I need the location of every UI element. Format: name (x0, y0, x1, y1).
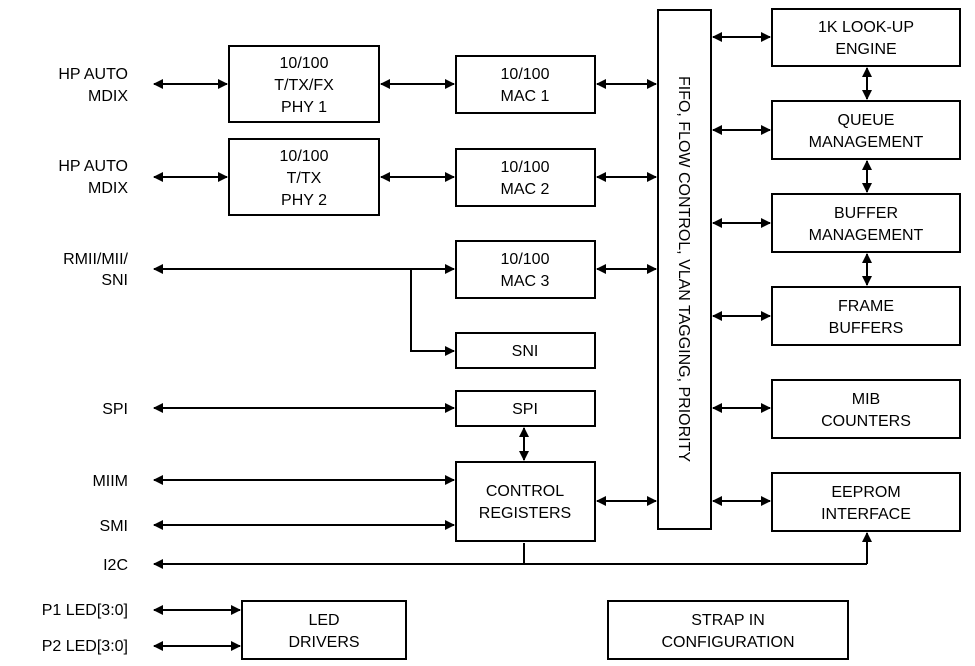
phy2-line-3: PHY 2 (281, 192, 327, 209)
rmii-label-line-2: SNI (101, 272, 128, 289)
control-registers-line-1: CONTROL (486, 483, 564, 500)
strap-config-block: STRAP IN CONFIGURATION (607, 600, 849, 660)
eeprom-line-2: INTERFACE (821, 506, 911, 523)
p1-led-signal-label: P1 LED[3:0] (42, 602, 128, 619)
mib-line-1: MIB (852, 391, 880, 408)
mac2-line-2: MAC 2 (501, 181, 550, 198)
mib-counters-block: MIB COUNTERS (771, 379, 961, 439)
mac3-block: 10/100 MAC 3 (455, 240, 596, 299)
queue-line-1: QUEUE (838, 112, 895, 129)
port2-label-line-1: HP AUTO (58, 158, 128, 175)
fifo-label: FIFO, FLOW CONTROL, VLAN TAGGING, PRIORI… (675, 76, 692, 462)
smi-signal-label: SMI (100, 518, 128, 535)
mac2-block: 10/100 MAC 2 (455, 148, 596, 207)
led-drivers-line-1: LED (308, 612, 339, 629)
eeprom-line-1: EEPROM (831, 484, 900, 501)
mac1-block: 10/100 MAC 1 (455, 55, 596, 114)
control-registers-block: CONTROL REGISTERS (455, 461, 596, 542)
frame-line-2: BUFFERS (829, 320, 904, 337)
buffer-line-1: BUFFER (834, 205, 898, 222)
queue-line-2: MANAGEMENT (809, 134, 924, 151)
phy1-block: 10/100 T/TX/FX PHY 1 (228, 45, 380, 123)
led-drivers-line-2: DRIVERS (288, 634, 359, 651)
phy2-line-2: T/TX (287, 170, 322, 187)
mac3-line-2: MAC 3 (501, 273, 550, 290)
port2-label-line-2: MDIX (88, 180, 128, 197)
lookup-engine-block: 1K LOOK-UP ENGINE (771, 8, 961, 67)
rmii-sni-arrow (410, 269, 455, 356)
phy1-line-3: PHY 1 (281, 99, 327, 116)
mac3-line-1: 10/100 (501, 251, 550, 268)
phy2-line-1: 10/100 (280, 148, 329, 165)
led-drivers-block: LED DRIVERS (241, 600, 407, 660)
port1-label-line-2: MDIX (88, 88, 128, 105)
frame-line-1: FRAME (838, 298, 894, 315)
spi-block: SPI (455, 390, 596, 427)
frame-buffers-block: FRAME BUFFERS (771, 286, 961, 346)
fifo-block: FIFO, FLOW CONTROL, VLAN TAGGING, PRIORI… (657, 9, 712, 530)
sni-block: SNI (455, 332, 596, 369)
mac1-line-2: MAC 1 (501, 88, 550, 105)
phy1-line-1: 10/100 (280, 55, 329, 72)
spi-signal-label: SPI (102, 401, 128, 418)
buffer-line-2: MANAGEMENT (809, 227, 924, 244)
mac1-line-1: 10/100 (501, 66, 550, 83)
strap-line-2: CONFIGURATION (661, 634, 794, 651)
p2-led-signal-label: P2 LED[3:0] (42, 638, 128, 655)
control-registers-line-2: REGISTERS (479, 505, 571, 522)
phy2-block: 10/100 T/TX PHY 2 (228, 138, 380, 216)
i2c-signal-label: I2C (103, 557, 128, 574)
buffer-management-block: BUFFER MANAGEMENT (771, 193, 961, 253)
miim-signal-label: MIIM (92, 473, 128, 490)
rmii-label-line-1: RMII/MII/ (63, 251, 128, 268)
lookup-line-1: 1K LOOK-UP (818, 19, 914, 36)
queue-management-block: QUEUE MANAGEMENT (771, 100, 961, 160)
port1-label-line-1: HP AUTO (58, 66, 128, 83)
mac2-line-1: 10/100 (501, 159, 550, 176)
strap-line-1: STRAP IN (691, 612, 765, 629)
sni-block-label: SNI (512, 343, 539, 360)
mib-line-2: COUNTERS (821, 413, 911, 430)
phy1-line-2: T/TX/FX (274, 77, 334, 94)
spi-block-label: SPI (512, 401, 538, 418)
eeprom-interface-block: EEPROM INTERFACE (771, 472, 961, 532)
lookup-line-2: ENGINE (835, 41, 896, 58)
